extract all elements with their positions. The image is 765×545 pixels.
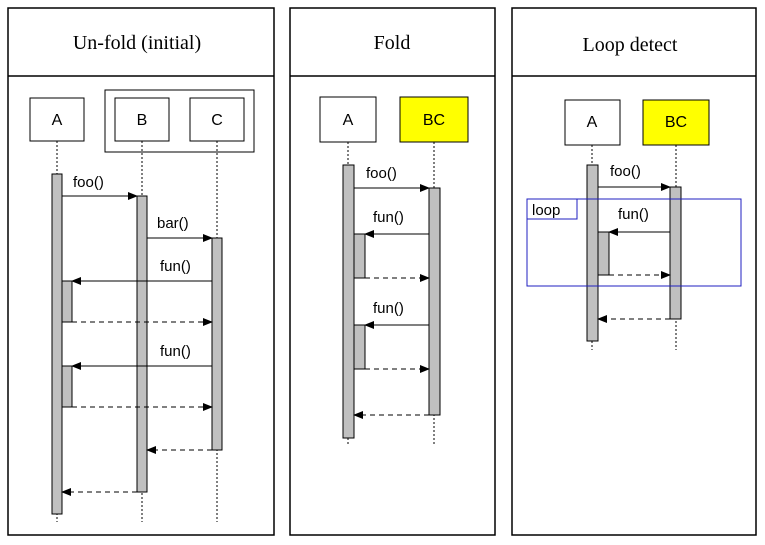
activation-a-fun-1 bbox=[61, 280, 73, 323]
loop-msg-fun-label: fun() bbox=[618, 206, 649, 223]
fold-msg-fun-2-label: fun() bbox=[373, 300, 404, 317]
object-b-box bbox=[114, 97, 170, 142]
panel-unfold-title: Un-fold (initial) bbox=[73, 32, 201, 54]
panel-unfold: Un-fold (initial) A B C foo() bar() fun(… bbox=[7, 7, 275, 536]
loop-activation-a-fun bbox=[597, 231, 610, 276]
msg-bar-label: bar() bbox=[157, 215, 189, 232]
msg-fun-2-label: fun() bbox=[160, 343, 191, 360]
panel-fold-frame bbox=[289, 7, 496, 536]
loop-object-bc-box bbox=[642, 99, 710, 146]
activation-c bbox=[211, 237, 223, 451]
object-c-box bbox=[189, 97, 245, 142]
loop-msg-foo-label: foo() bbox=[610, 163, 641, 180]
activation-b bbox=[136, 195, 148, 493]
object-a-box bbox=[29, 97, 85, 142]
fold-msg-fun-1-label: fun() bbox=[373, 209, 404, 226]
loop-activation-a bbox=[586, 164, 599, 342]
fold-object-bc-box bbox=[399, 96, 469, 143]
loop-frame bbox=[526, 198, 742, 287]
panel-loop-frame bbox=[511, 7, 757, 536]
fold-object-a-box bbox=[319, 96, 377, 143]
loop-object-a-box bbox=[564, 99, 621, 146]
loop-frame-tag bbox=[526, 198, 578, 220]
object-c-label: C bbox=[211, 112, 223, 129]
fold-activation-bc bbox=[428, 187, 441, 416]
msg-fun-1-label: fun() bbox=[160, 258, 191, 275]
object-b-label: B bbox=[137, 112, 148, 129]
fold-activation-a-fun-1 bbox=[353, 233, 366, 279]
group-box-bc bbox=[104, 89, 255, 153]
panel-loop-title: Loop detect bbox=[583, 34, 678, 56]
loop-frame-label: loop bbox=[532, 202, 560, 219]
fold-object-bc-label: BC bbox=[423, 112, 445, 129]
fold-msg-foo-label: foo() bbox=[366, 165, 397, 182]
fold-activation-a-fun-2 bbox=[353, 324, 366, 370]
panel-fold: Fold A BC foo() fun() fun() bbox=[289, 7, 496, 536]
activation-a-fun-2 bbox=[61, 365, 73, 408]
loop-activation-bc bbox=[669, 186, 682, 320]
msg-foo-label: foo() bbox=[73, 174, 104, 191]
loop-object-bc-label: BC bbox=[665, 114, 687, 131]
fold-object-a-label: A bbox=[343, 112, 354, 129]
object-a-label: A bbox=[52, 112, 63, 129]
fold-activation-a bbox=[342, 164, 355, 439]
loop-object-a-label: A bbox=[587, 114, 598, 131]
panel-loop-detect: Loop detect A BC foo() fun() loop bbox=[511, 7, 757, 536]
panel-fold-title: Fold bbox=[374, 32, 411, 54]
activation-a bbox=[51, 173, 63, 515]
